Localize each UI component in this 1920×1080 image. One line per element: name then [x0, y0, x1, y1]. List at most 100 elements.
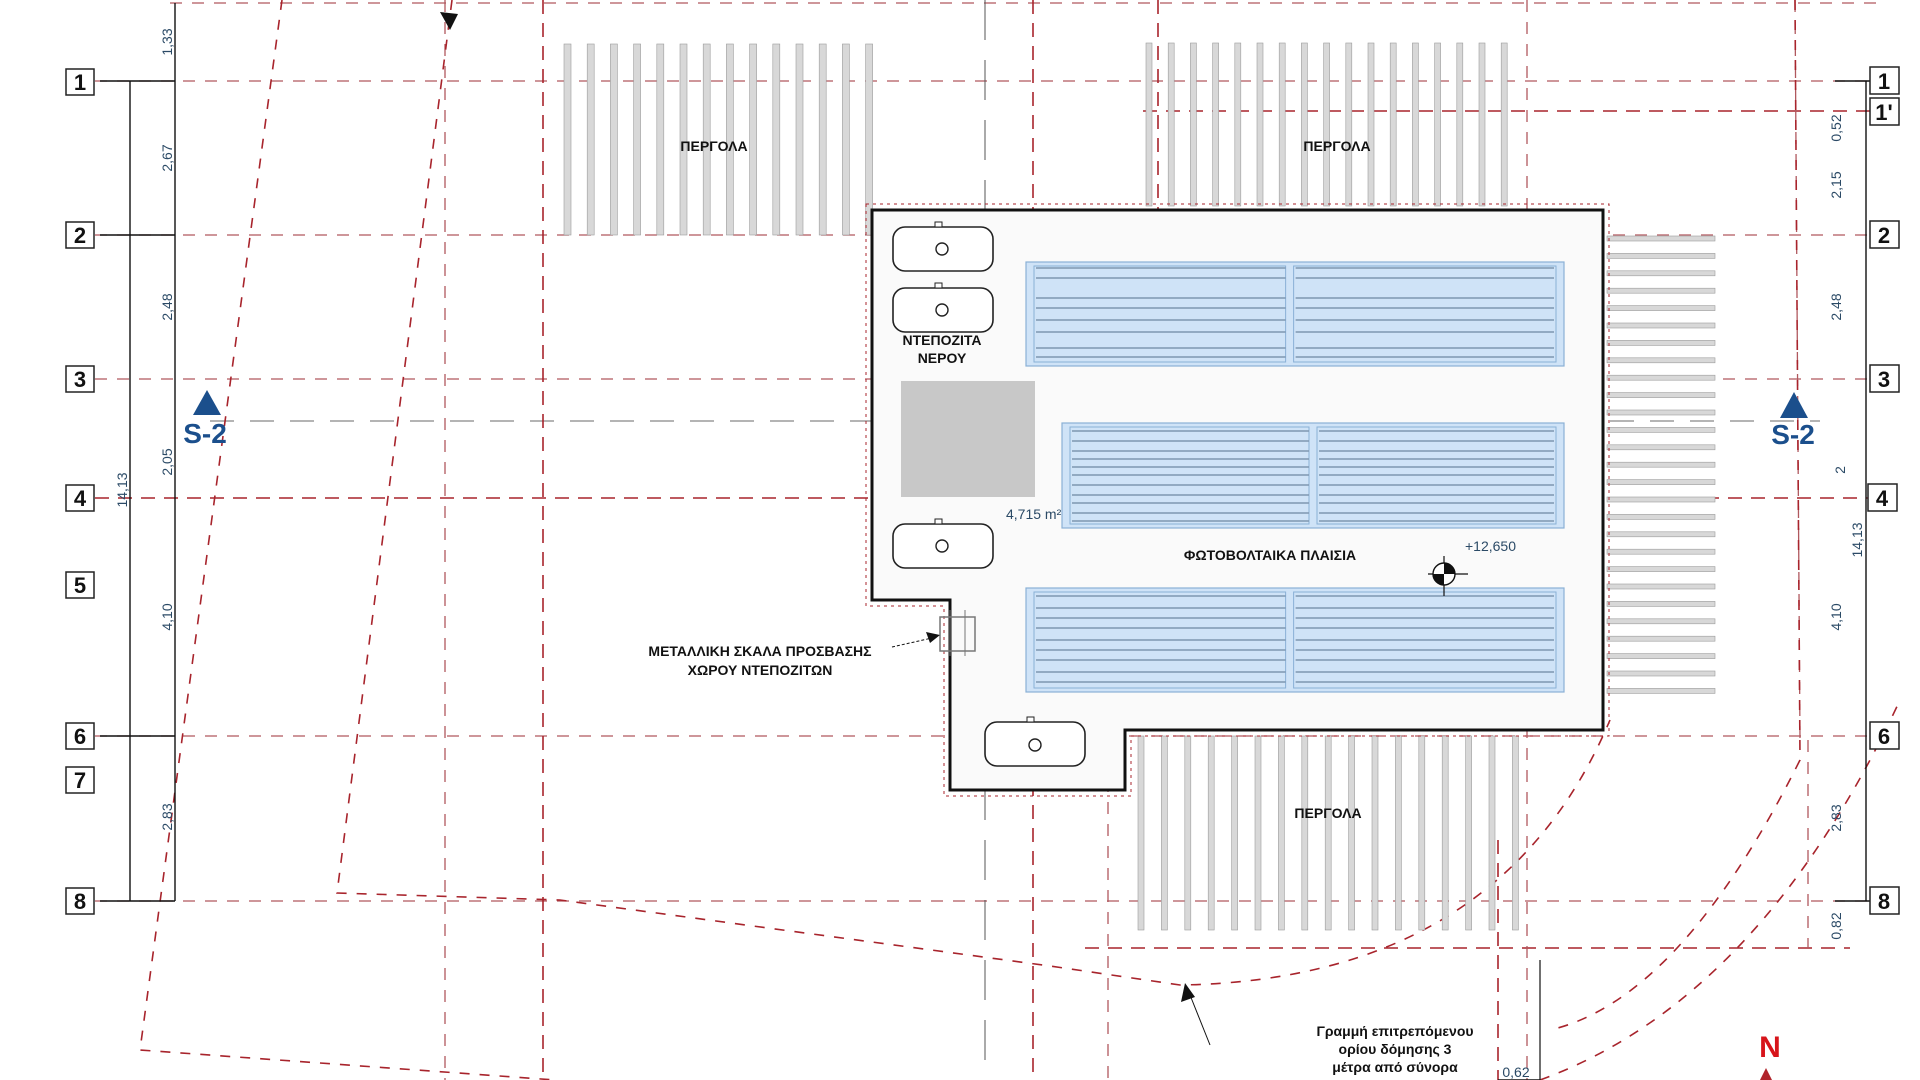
stair-arrow-icon — [926, 632, 940, 643]
axis-right-4: 4 — [1876, 486, 1889, 511]
pergola-slat — [1606, 270, 1716, 277]
setback-line-curve — [1539, 699, 1901, 1080]
axis-right-1-prime: 1' — [1875, 100, 1892, 125]
label-setback-1: Γραμμή επιτρεπόμενου — [1316, 1023, 1473, 1039]
dim-bottom: 0,62 — [1502, 1064, 1529, 1080]
pergola-slat — [1606, 392, 1716, 398]
pergola-slat — [1212, 42, 1219, 207]
pergola-slat — [1488, 735, 1496, 931]
label-pergola-top-left: ΠΕΡΓΟΛΑ — [680, 138, 747, 154]
tank-body — [892, 226, 994, 272]
roof-opening — [901, 381, 1035, 497]
stair-leader — [891, 637, 933, 648]
setback-line-main — [336, 0, 1611, 986]
pergola-slat — [865, 43, 873, 236]
pergola-slat — [1323, 42, 1330, 207]
pergola-slat — [795, 43, 804, 236]
pergola-slat — [1184, 735, 1192, 931]
pergola-slat — [1434, 42, 1441, 207]
pergola-slat — [1348, 735, 1355, 931]
dim-left-5: 4,10 — [159, 603, 175, 630]
pergola-slat — [586, 43, 595, 236]
setback-arrow-icon — [1181, 983, 1195, 1002]
axis-markers-right: 1 1' 2 3 4 6 8 — [1867, 66, 1900, 915]
pergola-slat — [633, 43, 641, 236]
dim-right-1: 0,52 — [1828, 114, 1844, 141]
pergola-slat — [1137, 735, 1145, 931]
pergola-slat — [1606, 235, 1716, 242]
water-tank-3 — [892, 518, 994, 569]
pv-panel-right — [1293, 265, 1557, 363]
bottom-dimension — [1498, 960, 1541, 1080]
pergola-slat — [1278, 735, 1285, 931]
pergola-slat — [1456, 42, 1464, 207]
pergola-slat — [1500, 42, 1508, 207]
tank-inlet — [934, 282, 943, 289]
pergola-slat — [702, 43, 711, 236]
dim-left-2: 2,67 — [159, 144, 175, 171]
pv-panel-arrays — [1025, 261, 1565, 693]
pergola-right — [1606, 235, 1716, 694]
pv-array-3 — [1025, 587, 1565, 693]
pergola-slat — [1207, 735, 1215, 931]
pergola-slat — [1606, 688, 1716, 694]
label-elevation: +12,650 — [1465, 538, 1516, 554]
water-tank-2 — [892, 282, 994, 333]
tank-inlet — [1026, 716, 1035, 723]
dim-right-total: 14,13 — [1849, 522, 1865, 557]
dim-right-3: 2,48 — [1828, 293, 1844, 320]
dim-right-5: 4,10 — [1828, 603, 1844, 630]
axis-left-2: 2 — [74, 223, 86, 248]
dim-right-7: 0,82 — [1828, 912, 1844, 939]
pergola-slat — [1606, 374, 1716, 381]
pergola-slat — [842, 43, 850, 236]
tank-hatch-icon — [935, 303, 949, 317]
tank-body — [892, 523, 994, 569]
grid-line-v9 — [1794, 0, 1801, 741]
pergola-slat — [1606, 601, 1716, 607]
pergola-slat — [1606, 583, 1716, 590]
pergola-slat — [1606, 461, 1716, 468]
stair-outline — [939, 616, 976, 652]
wall-hatch — [865, 203, 1610, 797]
pergola-slat — [1606, 357, 1716, 364]
label-pv-panels: ΦΩΤΟΒΟΛΤΑΙΚΑ ΠΛΑΙΣΙΑ — [1184, 547, 1356, 563]
pergola-slat — [726, 43, 734, 236]
setback-line-outer — [139, 0, 556, 1080]
setback-line-right — [1549, 0, 1801, 1031]
pergola-top-right — [1145, 42, 1508, 207]
pergola-slat — [1512, 735, 1519, 931]
pergola-slat — [1606, 409, 1716, 416]
dim-right-2: 2,15 — [1828, 171, 1844, 198]
label-stair-1: ΜΕΤΑΛΛΙΚΗ ΣΚΑΛΑ ΠΡΟΣΒΑΣΗΣ — [648, 643, 871, 659]
pergola-slat — [1478, 42, 1486, 207]
axis-right-2: 2 — [1878, 223, 1890, 248]
pergola-slat — [1606, 287, 1716, 294]
section-marker-left: S-2 — [183, 390, 227, 449]
dim-left-6: 2,83 — [159, 803, 175, 830]
pv-panel-left — [1033, 265, 1287, 363]
axis-right-8: 8 — [1878, 889, 1890, 914]
north-arrow-icon — [1760, 1068, 1772, 1080]
pergola-slat — [610, 43, 618, 236]
pergola-slat — [1606, 618, 1716, 625]
pergola-slat — [1606, 253, 1716, 259]
pergola-slat — [1606, 479, 1716, 485]
label-setback-3: μέτρα από σύνορα — [1332, 1059, 1458, 1075]
label-pergola-bottom: ΠΕΡΓΟΛΑ — [1294, 805, 1361, 821]
label-pergola-top-right: ΠΕΡΓΟΛΑ — [1303, 138, 1370, 154]
tank-hatch-icon — [935, 242, 949, 256]
axis-left-6: 6 — [74, 724, 86, 749]
axis-right-6: 6 — [1878, 724, 1890, 749]
water-tank-4 — [984, 716, 1086, 767]
pergola-top-left — [563, 43, 873, 236]
pergola-slat — [1606, 635, 1716, 642]
pv-array-2 — [1061, 422, 1565, 529]
pergola-slat — [1606, 305, 1716, 311]
pergola-slat — [1606, 444, 1716, 451]
pergola-slat — [1606, 566, 1716, 572]
dim-left-4: 2,05 — [159, 448, 175, 475]
axis-right-3: 3 — [1878, 367, 1890, 392]
section-arrow-icon — [1780, 392, 1808, 418]
